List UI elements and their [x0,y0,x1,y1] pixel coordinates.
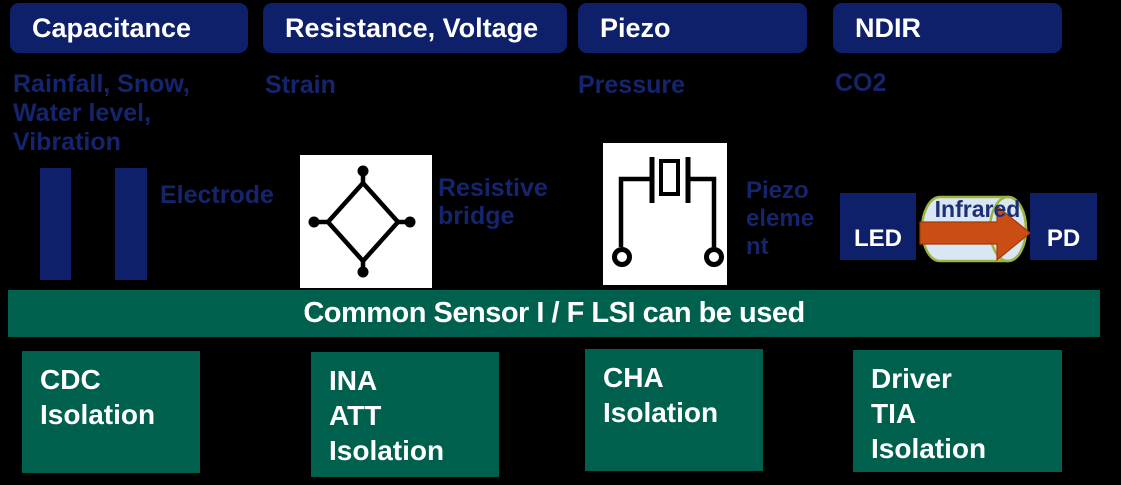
applications-ndir: CO2 [835,69,887,97]
electrode-bar-icon [115,168,147,280]
infrared-label: Infrared [934,196,1021,222]
resistive-bridge-label: Resistive bridge [438,174,548,230]
wheatstone-bridge-icon [308,165,416,278]
piezo-terminal [704,247,724,267]
bridge-node [357,266,369,278]
bridge-node [357,165,369,177]
infrared-arrow-icon [919,204,1031,262]
pd-box: PD [1030,193,1097,260]
bridge-terminal-leads [314,171,410,272]
pd-label: PD [1046,225,1081,252]
crystal-body [659,159,680,196]
bridge-diamond [324,179,402,265]
electrode-label: Electrode [160,181,274,209]
header-piezo: Piezo [578,3,807,53]
chip-driver-tia-isolation: Driver TIA Isolation [853,350,1062,472]
common-sensor-banner: Common Sensor I / F LSI can be used [8,290,1100,337]
header-resistance-voltage: Resistance, Voltage [263,3,567,53]
chip-cha-isolation: CHA Isolation [585,349,763,471]
led-label: LED [854,225,902,252]
bridge-node [404,216,416,228]
header-capacitance: Capacitance [10,3,248,53]
applications-piezo: Pressure [578,71,686,99]
bridge-node [308,216,320,228]
led-box: LED [840,193,916,260]
chip-ina-att-isolation: INA ATT Isolation [311,352,499,477]
piezo-terminal [612,247,632,267]
banner-text: Common Sensor I / F LSI can be used [303,297,805,329]
piezo-wires [618,176,717,247]
piezo-element-label: Piezo element [746,177,815,260]
infrared-beam-icon [919,195,1031,263]
chip-cdc-isolation: CDC Isolation [22,351,200,473]
applications-resistance: Strain [265,71,336,99]
header-ndir: NDIR [833,3,1062,53]
piezo-element-icon [612,157,724,267]
wheatstone-bridge-box [300,155,432,288]
applications-capacitance: Rainfall, Snow, Water level, Vibration [13,70,190,156]
electrode-bar-icon [40,168,71,280]
piezo-element-box [603,143,727,285]
